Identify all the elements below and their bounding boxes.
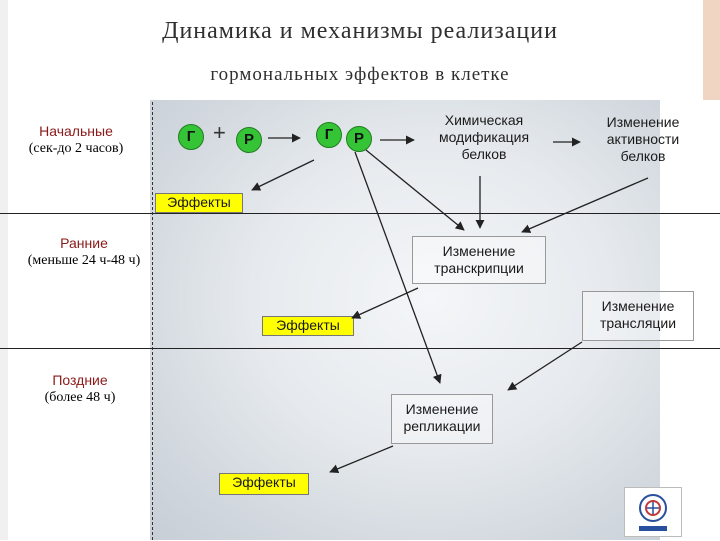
- receptor-circle: Р: [236, 127, 262, 153]
- effects-box-1: Эффекты: [155, 193, 243, 213]
- logo-emblem-icon: [639, 494, 667, 531]
- arrow-to-effects-1: [251, 159, 315, 191]
- translation-box: Изменение трансляции: [582, 291, 694, 341]
- effects-box-3: Эффекты: [219, 473, 309, 495]
- title-line-1: Динамика и механизмы реализации: [162, 18, 558, 44]
- stage-late: Поздние (более 48 ч): [10, 371, 150, 407]
- complex-hormone-circle: Г: [316, 122, 342, 148]
- arrow-complex-to-replication: [354, 151, 442, 384]
- background-photo: [150, 100, 660, 540]
- stage-late-duration: (более 48 ч): [44, 390, 116, 405]
- transcription-box: Изменение транскрипции: [412, 236, 546, 284]
- left-decor-strip: [0, 0, 8, 540]
- hormone-circle: Г: [178, 124, 204, 150]
- arrow-activity-to-transcription: [521, 177, 649, 233]
- stage-early-name: Ранние: [60, 235, 108, 251]
- replication-box: Изменение репликации: [391, 394, 493, 444]
- complex-receptor-circle: Р: [346, 126, 372, 152]
- arrow-translation-to-replication: [507, 341, 583, 391]
- effects-box-2: Эффекты: [262, 316, 354, 336]
- divider-2: [0, 348, 720, 349]
- university-logo: [624, 487, 682, 537]
- divider-1: [0, 213, 720, 214]
- stage-divider: [152, 102, 153, 540]
- corner-decor: [703, 0, 720, 100]
- stage-late-name: Поздние: [52, 372, 108, 388]
- stage-early: Ранние (меньше 24 ч-48 ч): [4, 234, 164, 270]
- activity-box: Изменение активности белков: [606, 114, 680, 164]
- arrow-complex-to-transcription: [365, 149, 465, 231]
- title-line-2: гормональных эффектов в клетке: [210, 64, 510, 85]
- arrow-transcription-to-effects-2: [351, 287, 419, 319]
- stage-early-duration: (меньше 24 ч-48 ч): [27, 253, 141, 268]
- plus-sign: +: [213, 120, 226, 145]
- stage-initial-name: Начальные: [39, 123, 113, 139]
- chem-mod-box: Химическая модификация белков: [438, 112, 530, 162]
- stage-initial: Начальные (сек-до 2 часов): [6, 122, 146, 158]
- stage-initial-duration: (сек-до 2 часов): [28, 141, 124, 156]
- arrow-replication-to-effects-3: [329, 445, 394, 474]
